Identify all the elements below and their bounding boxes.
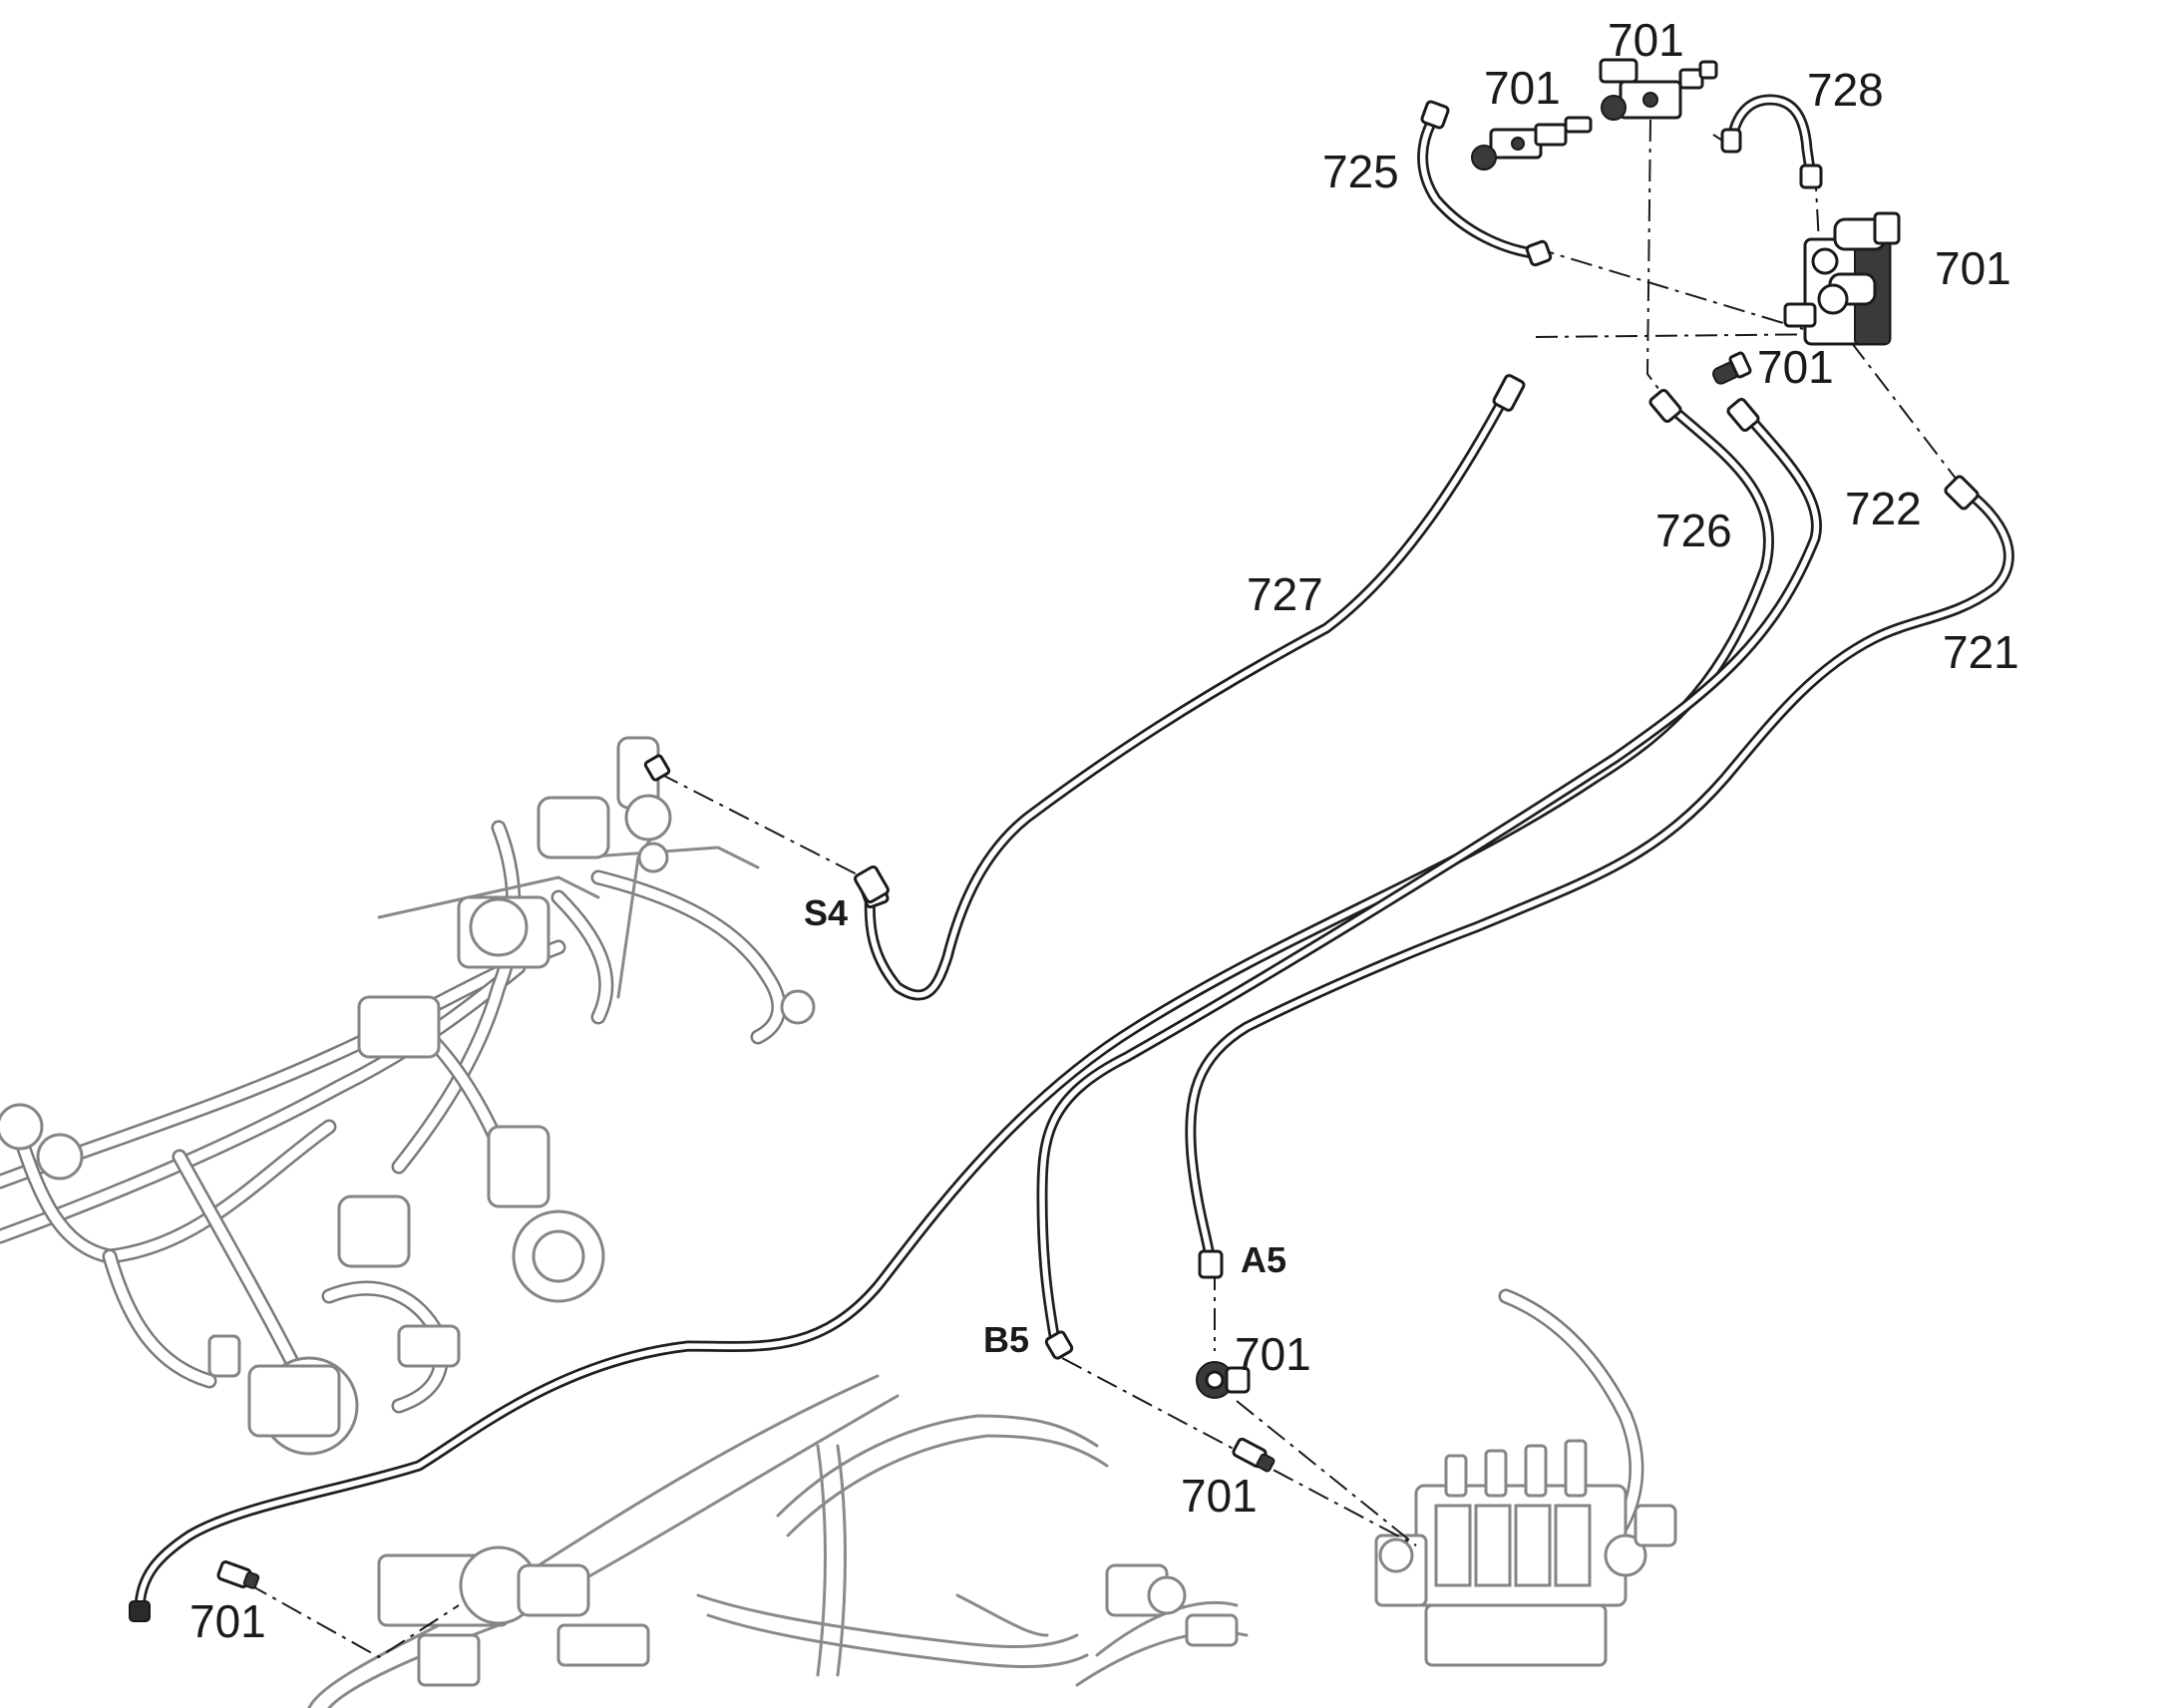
callout-726: 726 xyxy=(1655,505,1732,556)
callout-701-block: 701 xyxy=(1935,242,2011,294)
hose-726 xyxy=(129,388,1774,1622)
callout-727: 727 xyxy=(1247,568,1323,620)
ghost-transmission-assembly-bottom xyxy=(307,1374,1249,1708)
callout-701-b5-fitting: 701 xyxy=(1181,1470,1258,1522)
callout-701-bottom-left: 701 xyxy=(189,1595,266,1647)
callout-701-a5-fitting: 701 xyxy=(1235,1328,1311,1380)
ghost-control-valve-bank-bottom-right xyxy=(1374,1288,1677,1667)
port-label-b5: B5 xyxy=(983,1319,1029,1360)
solenoid-valve-701-top xyxy=(1599,58,1718,121)
callout-721: 721 xyxy=(1943,626,2019,678)
adapter-fitting-701-b5 xyxy=(1232,1437,1275,1473)
hose-728 xyxy=(1720,94,1823,189)
ghost-frame-assembly-left xyxy=(0,736,816,1456)
elbow-fitting-701 xyxy=(1711,351,1752,385)
callout-701-valve-top: 701 xyxy=(1608,14,1684,66)
callout-701-valve-left: 701 xyxy=(1484,62,1561,114)
callout-labels: 701 701 725 728 701 701 727 726 722 721 … xyxy=(189,14,2019,1647)
port-label-a5: A5 xyxy=(1241,1239,1286,1280)
hose-722 xyxy=(1036,397,1822,1360)
callout-722: 722 xyxy=(1845,483,1922,534)
callout-728: 728 xyxy=(1807,64,1884,116)
port-label-s4: S4 xyxy=(804,892,848,933)
hose-end-s4 xyxy=(643,754,890,904)
callout-725: 725 xyxy=(1322,146,1399,197)
callout-701-elbow: 701 xyxy=(1757,341,1834,393)
hose-721 xyxy=(1185,475,2014,1279)
adapter-fitting-701-bottom-left xyxy=(216,1560,260,1589)
hose-725 xyxy=(1417,100,1553,267)
hose-727 xyxy=(856,374,1526,1001)
valve-block-701-right xyxy=(1783,211,1901,346)
port-labels: S4 A5 B5 xyxy=(804,892,1286,1360)
port-fitting-701-a5 xyxy=(1196,1361,1251,1399)
solenoid-valve-701-left xyxy=(1471,116,1593,171)
